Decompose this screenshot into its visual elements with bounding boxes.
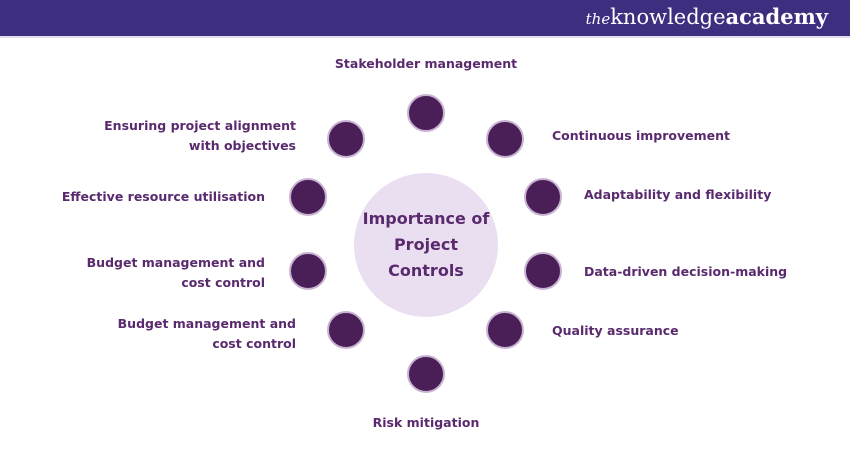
logo-main: knowledge: [610, 5, 726, 29]
label-line: Budget management and: [117, 316, 296, 331]
label-budget-management-lower: Budget management and cost control: [118, 314, 296, 354]
node-dot-top-right: [486, 120, 524, 158]
logo-prefix: the: [585, 10, 611, 28]
label-line: Data-driven decision-making: [584, 264, 788, 279]
label-line: Adaptability and flexibility: [584, 187, 772, 202]
label-ensuring-project-alignment: Ensuring project alignment with objectiv…: [104, 116, 296, 156]
label-continuous-improvement: Continuous improvement: [552, 126, 730, 146]
node-dot-right-lower: [524, 252, 562, 290]
center-title-line2: Project Controls: [388, 235, 464, 280]
label-line: Effective resource utilisation: [61, 189, 265, 204]
label-line: with objectives: [188, 138, 296, 153]
label-line: Risk mitigation: [372, 415, 480, 430]
node-dot-bottom-left: [327, 311, 365, 349]
node-dot-left-upper: [289, 178, 327, 216]
label-risk-mitigation: Risk mitigation: [326, 413, 526, 433]
node-dot-top-left: [327, 120, 365, 158]
label-line: Budget management and: [86, 255, 265, 270]
label-data-driven-decision-making: Data-driven decision-making: [584, 262, 787, 282]
node-dot-bottom-right: [486, 311, 524, 349]
label-line: cost control: [181, 275, 265, 290]
node-dot-right-upper: [524, 178, 562, 216]
label-line: Continuous improvement: [552, 128, 731, 143]
node-dot-top: [407, 94, 445, 132]
center-circle: Importance of Project Controls: [354, 173, 498, 317]
label-budget-management-upper: Budget management and cost control: [87, 253, 265, 293]
label-line: cost control: [212, 336, 296, 351]
brand-logo: theknowledgeacademy: [586, 4, 828, 29]
label-line: Quality assurance: [552, 323, 679, 338]
header-bar: theknowledgeacademy: [0, 0, 850, 38]
label-stakeholder-management: Stakeholder management: [326, 54, 526, 74]
node-dot-bottom: [407, 355, 445, 393]
logo-suffix: academy: [725, 4, 828, 29]
center-title: Importance of Project Controls: [356, 206, 496, 284]
node-dot-left-lower: [289, 252, 327, 290]
label-line: Ensuring project alignment: [104, 118, 296, 133]
label-effective-resource-utilisation: Effective resource utilisation: [62, 187, 265, 207]
label-adaptability-flexibility: Adaptability and flexibility: [584, 185, 771, 205]
center-title-line1: Importance of: [362, 209, 490, 228]
label-quality-assurance: Quality assurance: [552, 321, 679, 341]
label-line: Stakeholder management: [334, 56, 518, 71]
